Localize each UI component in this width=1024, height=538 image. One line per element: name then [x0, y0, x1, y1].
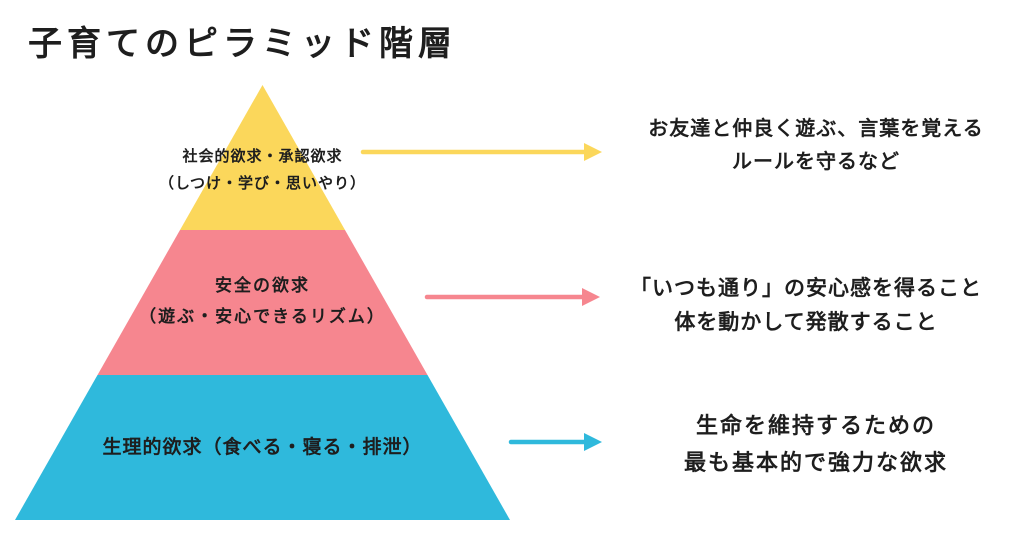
annotation-physiological: 生命を維持するための 最も基本的で強力な欲求 — [612, 408, 1020, 482]
pyramid: 社会的欲求・承認欲求 （しつけ・学び・思いやり） 安全の欲求 （遊ぶ・安心できる… — [15, 85, 510, 520]
annotation-social: お友達と仲良く遊ぶ、言葉を覚える ルールを守るなど — [612, 112, 1020, 178]
social-label-line2: （しつけ・学び・思いやり） — [158, 174, 367, 192]
annotation-physiological-line1: 生命を維持するための — [695, 414, 936, 439]
social-label-line1: 社会的欲求・承認欲求 — [182, 147, 343, 165]
page-title: 子育てのピラミッド階層 — [28, 24, 457, 64]
social-arrow-right-icon — [360, 143, 602, 161]
safety-label-line1: 安全の欲求 — [215, 276, 310, 296]
pyramid-level-physiological — [15, 375, 510, 520]
pyramid-shape — [15, 85, 510, 520]
safety-label-line2: （遊ぶ・安心できるリズム） — [139, 307, 386, 327]
pyramid-level-social — [180, 85, 345, 230]
annotation-social-line1: お友達と仲良く遊ぶ、言葉を覚える — [648, 116, 984, 140]
physiological-arrow-right-icon — [508, 433, 602, 451]
pyramid-label-social: 社会的欲求・承認欲求 （しつけ・学び・思いやり） — [15, 143, 510, 197]
annotation-social-line2: ルールを守るなど — [732, 149, 900, 173]
annotation-safety-line2: 体を動かして発散すること — [674, 310, 938, 334]
annotation-safety-line1: 「いつも通り」の安心感を得ること — [630, 276, 982, 300]
annotation-safety: 「いつも通り」の安心感を得ること 体を動かして発散すること — [592, 271, 1020, 339]
pyramid-label-safety: 安全の欲求 （遊ぶ・安心できるリズム） — [15, 271, 510, 333]
physiological-label-line1: 生理的欲求（食べる・寝る・排泄） — [102, 436, 423, 458]
pyramid-level-safety — [97, 230, 428, 375]
pyramid-label-physiological: 生理的欲求（食べる・寝る・排泄） — [15, 435, 510, 459]
safety-arrow-right-icon — [424, 288, 600, 306]
annotation-physiological-line2: 最も基本的で強力な欲求 — [683, 451, 948, 476]
